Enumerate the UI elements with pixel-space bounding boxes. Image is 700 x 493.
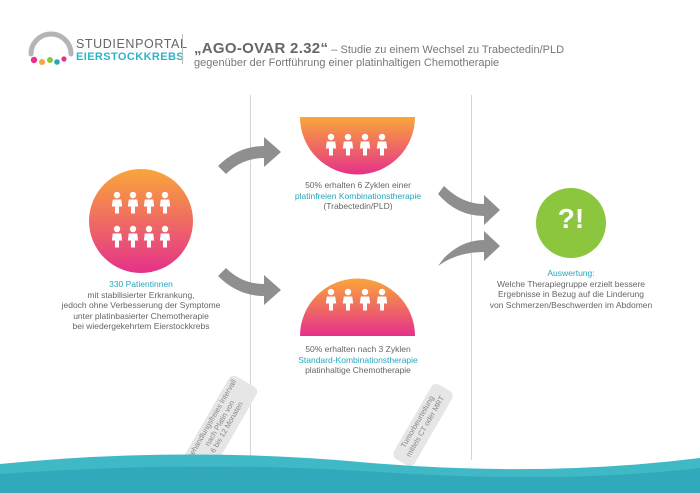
- outcome-line: von Schmerzen/Beschwerden im Abdomen: [489, 299, 653, 310]
- page-subtitle: gegenüber der Fortführung einer platinha…: [194, 57, 500, 69]
- patients-circle: [89, 169, 193, 273]
- patients-line: bei wiedergekehrtem Eierstockkrebs: [72, 321, 210, 331]
- outcome-text: Auswertung: Welche Therapiegruppe erziel…: [476, 268, 666, 310]
- arm-bottom-text: 50% erhalten nach 3 Zyklen Standard-Komb…: [268, 344, 448, 376]
- arrow-icon: [438, 186, 500, 225]
- outcome-circle: [536, 188, 606, 258]
- brand-name: STUDIENPORTAL: [76, 37, 188, 51]
- patients-line: mit stabilisierter Erkrankung,: [87, 289, 195, 300]
- arrow-icon: [218, 137, 281, 174]
- outcome-heading: Auswertung:: [547, 268, 595, 278]
- header-divider: [182, 34, 183, 64]
- patients-line: unter platinbasierter Chemotherapie: [73, 310, 209, 321]
- arm-bottom-halfcircle: [300, 278, 415, 336]
- arm-bottom-therapy: Standard-Kombinationstherapie: [298, 354, 418, 365]
- outcome-line: Welche Therapiegruppe erzielt bessere: [496, 278, 646, 289]
- arrow-icon: [218, 268, 281, 305]
- arm-top-line3: (Trabectedin/PLD): [323, 201, 393, 211]
- arm-top-text: 50% erhalten 6 Zyklen einer platinfreien…: [268, 180, 448, 212]
- outcome-line: Ergebnisse in Bezug auf die Linderung: [497, 289, 645, 299]
- bottom-wave: [0, 454, 700, 493]
- arm-top-halfcircle: [300, 117, 415, 175]
- logo-arc-icon: [28, 31, 74, 65]
- divider-line-1: [250, 95, 251, 460]
- page-title: „AGO-OVAR 2.32“ – Studie zu einem Wechse…: [194, 40, 564, 57]
- arm-top-line1: 50% erhalten 6 Zyklen einer: [305, 180, 411, 190]
- arm-bottom-line3: platinhaltige Chemotherapie: [305, 365, 411, 375]
- arm-bottom-line1: 50% erhalten nach 3 Zyklen: [305, 344, 411, 354]
- patients-count: 330 Patientinnen: [109, 279, 173, 289]
- study-name: „AGO-OVAR 2.32“: [194, 40, 329, 57]
- outcome-symbol: ?!: [557, 203, 585, 234]
- patients-text: 330 Patientinnen mit stabilisierter Erkr…: [46, 279, 236, 332]
- patients-line: jedoch ohne Verbesserung der Symptome: [61, 300, 221, 310]
- arrow-icon: [438, 231, 500, 266]
- arrows: [218, 137, 500, 305]
- brand-subname: EIERSTOCKKREBS: [76, 51, 185, 63]
- divider-line-2: [471, 95, 472, 460]
- arm-top-therapy: platinfreien Kombinationstherapie: [294, 190, 422, 201]
- title-rest: – Studie zu einem Wechsel zu Trabectedin…: [328, 44, 565, 56]
